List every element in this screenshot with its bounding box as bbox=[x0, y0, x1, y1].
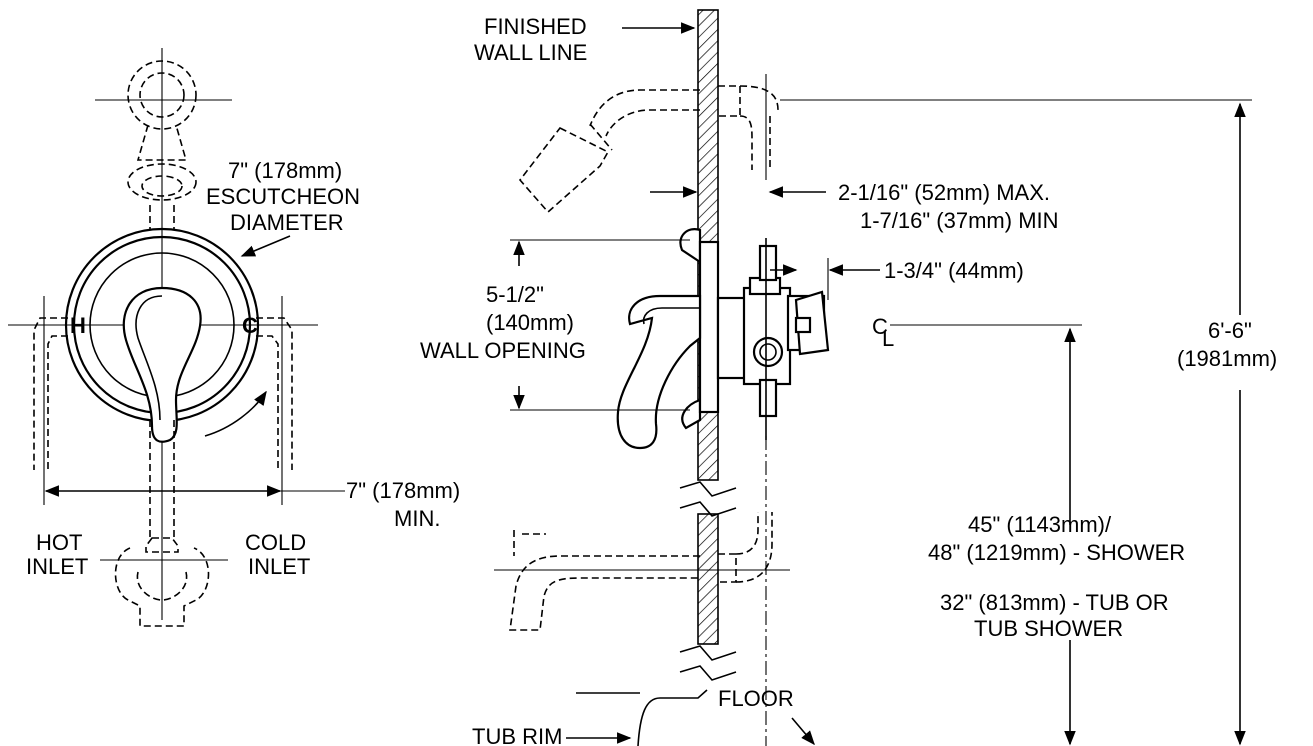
dashed-tub-spout-side bbox=[509, 512, 773, 631]
wall-opening-label-3: WALL OPENING bbox=[420, 338, 586, 363]
hot-inlet-label-1: HOT bbox=[36, 530, 82, 555]
escutcheon-label-2: ESCUTCHEON bbox=[206, 184, 360, 209]
lever-handle-front bbox=[122, 286, 202, 443]
hot-marker: H bbox=[70, 313, 86, 338]
finished-wall-label-1: FINISHED bbox=[484, 14, 587, 39]
dashed-supply-pipes bbox=[33, 317, 293, 540]
wall-break-1 bbox=[679, 481, 737, 497]
hot-inlet-label-2: INLET bbox=[26, 554, 88, 579]
total-height-label-2: (1981mm) bbox=[1177, 346, 1277, 371]
floor-label: FLOOR bbox=[718, 686, 794, 711]
dashed-shower-arm-side bbox=[518, 74, 779, 214]
cold-marker: C bbox=[242, 313, 258, 338]
tub-height-label-1: 32" (813mm) - TUB OR bbox=[940, 590, 1169, 615]
cold-inlet-label-2: INLET bbox=[248, 554, 310, 579]
tub-height-label-2: TUB SHOWER bbox=[974, 616, 1123, 641]
wall-opening-label-2: (140mm) bbox=[486, 310, 574, 335]
side-view bbox=[494, 9, 1252, 746]
valve-body-side bbox=[679, 228, 830, 746]
outlet-offset-label: 1-3/4" (44mm) bbox=[884, 258, 1024, 283]
min-width-label-2: MIN. bbox=[394, 506, 440, 531]
escutcheon-label-1: 7" (178mm) bbox=[228, 158, 342, 183]
cold-inlet-label-1: COLD bbox=[245, 530, 306, 555]
shower-height-label-1: 45" (1143mm)/ bbox=[968, 512, 1112, 537]
centerline-symbol: C bbox=[872, 314, 888, 339]
total-height-label-1: 6'-6" bbox=[1208, 318, 1252, 343]
wall-break-2 bbox=[679, 645, 737, 661]
dashed-tub-spout-front bbox=[114, 537, 210, 627]
front-view-labels: 7" (178mm) ESCUTCHEON DIAMETER 7" (178mm… bbox=[26, 158, 460, 579]
wall-opening-label-1: 5-1/2" bbox=[486, 282, 544, 307]
dashed-shower-head-front bbox=[127, 60, 197, 232]
tub-rim-curve bbox=[637, 689, 708, 746]
front-view: H C bbox=[8, 48, 345, 627]
rotation-arrow bbox=[204, 390, 267, 437]
tub-rim-label: TUB RIM bbox=[472, 724, 562, 746]
min-width-label-1: 7" (178mm) bbox=[346, 478, 460, 503]
depth-max-label: 2-1/16" (52mm) MAX. bbox=[838, 180, 1050, 205]
finished-wall-label-2: WALL LINE bbox=[474, 40, 587, 65]
finished-wall-section-lower bbox=[697, 513, 719, 645]
depth-min-label: 1-7/16" (37mm) MIN bbox=[860, 208, 1059, 233]
floor-leader bbox=[791, 717, 815, 746]
shower-height-label-2: 48" (1219mm) - SHOWER bbox=[928, 540, 1185, 565]
escutcheon-label-3: DIAMETER bbox=[230, 210, 344, 235]
centerline-symbol-sub: L bbox=[882, 326, 894, 351]
side-view-labels: FINISHED WALL LINE 5-1/2" (140mm) WALL O… bbox=[420, 14, 1277, 746]
